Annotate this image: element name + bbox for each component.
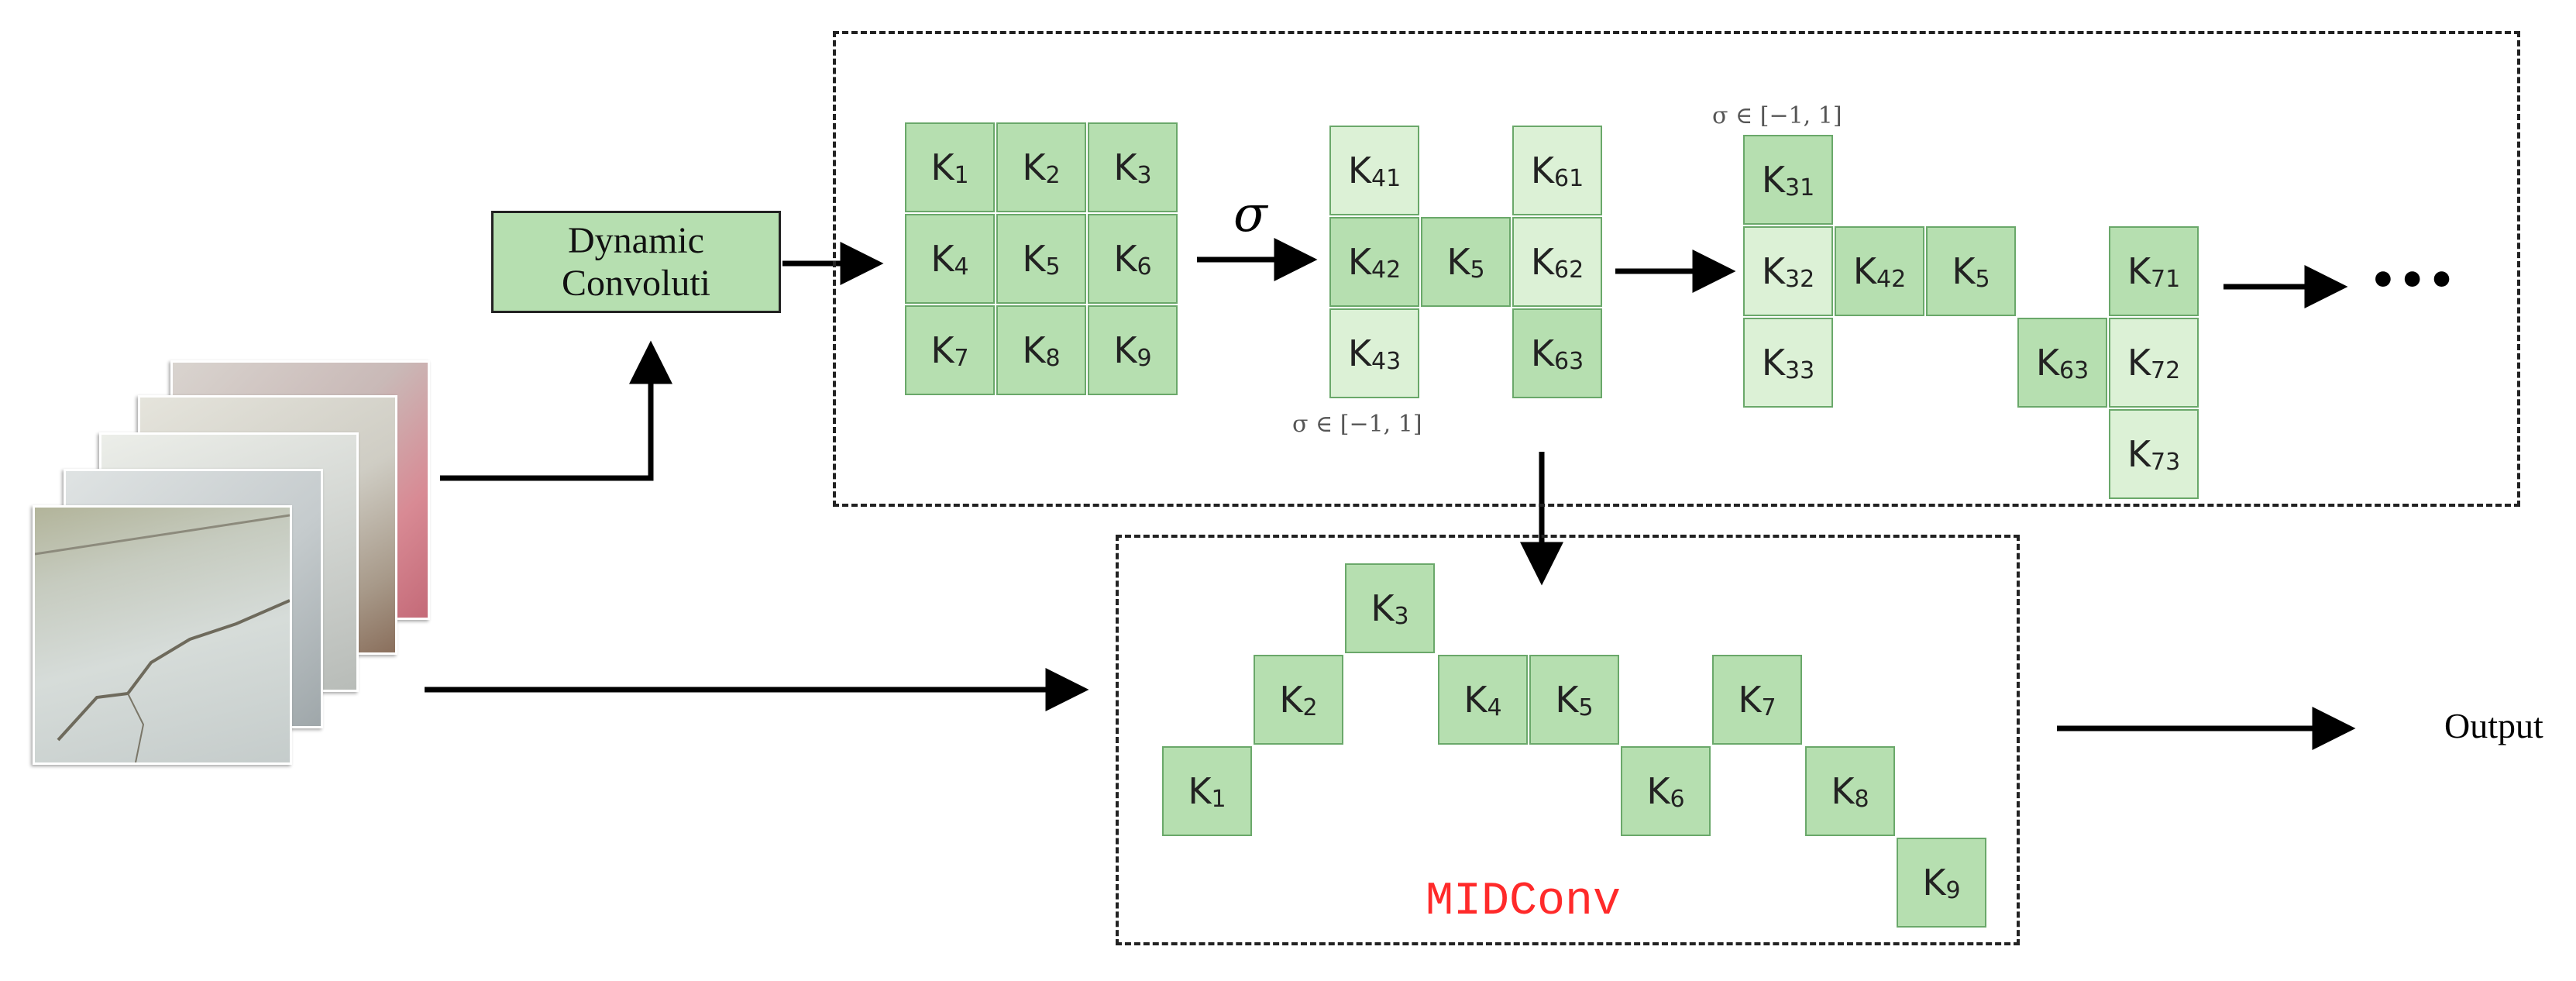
- midconv-label: MIDConv: [1426, 876, 1622, 928]
- dynamic-conv-line2: Convoluti: [561, 263, 711, 304]
- dynamic-conv-line1: Dynamic: [568, 219, 704, 261]
- midconv-dashed-box: [1116, 535, 2020, 945]
- deformation-dashed-box: [833, 31, 2520, 507]
- output-label: Output: [2444, 706, 2543, 745]
- ellipsis-dots: •••: [2369, 256, 2457, 306]
- crack-image-1: [33, 505, 292, 765]
- sigma-symbol: σ: [1233, 186, 1267, 243]
- dynamic-conv-box: Dynamic Convoluti: [491, 211, 781, 313]
- sigma-range-label-2: σ ∈ [−1, 1]: [1712, 102, 1842, 129]
- crack-lines-icon: [34, 514, 291, 763]
- sigma-range-label-1: σ ∈ [−1, 1]: [1292, 411, 1422, 438]
- arrow-images-to-dynamic: [440, 340, 672, 481]
